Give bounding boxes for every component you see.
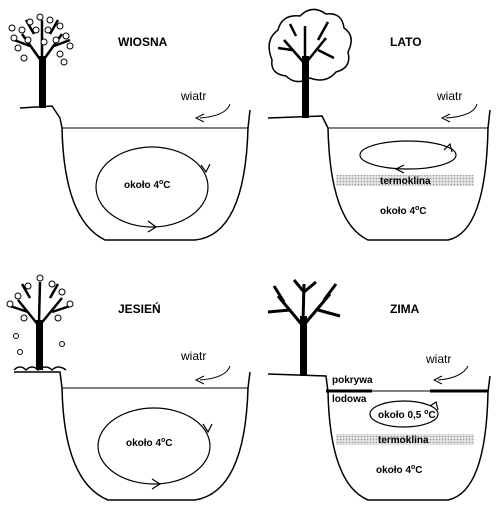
winter-thermocline-label: termoklina	[378, 435, 429, 446]
winter-circulation-arrow-icon	[429, 401, 439, 411]
spring-wind-label: wiatr	[180, 89, 206, 103]
summer-wind-label: wiatr	[436, 89, 462, 103]
autumn-circulation-loop	[97, 407, 211, 485]
summer-basin	[267, 109, 491, 241]
autumn-wind-label: wiatr	[180, 349, 206, 363]
winter-basin	[267, 373, 491, 501]
summer-circulation-arrow-icon-2	[394, 164, 405, 174]
winter-bare-tree-icon	[267, 279, 341, 376]
spring-basin	[19, 105, 251, 241]
panel-summer: LATO wiatr termoklina	[267, 8, 491, 241]
autumn-tree-icon	[6, 274, 74, 372]
spring-tree-icon	[8, 13, 74, 108]
winter-deep-temp-label: około 4oC	[376, 464, 423, 476]
spring-circulation-arrow-icon	[200, 163, 211, 174]
winter-title: ZIMA	[390, 302, 420, 316]
spring-temp-label: około 4oC	[124, 179, 171, 191]
summer-wind-arrow-icon	[445, 103, 478, 119]
summer-tree-icon	[268, 8, 352, 118]
summer-circulation-loop	[359, 140, 457, 170]
spring-wind-arrow-icon	[199, 103, 231, 119]
winter-upper-temp-label: około 0,5 oC	[378, 409, 436, 421]
panel-spring: WIOSNA	[8, 13, 251, 241]
winter-ice-label-1: pokrywa	[332, 375, 373, 386]
winter-wind-arrow-icon	[437, 365, 469, 381]
autumn-wind-arrow-icon	[199, 365, 231, 381]
summer-circulation-arrow-icon	[443, 142, 453, 153]
summer-deep-temp-label: około 4oC	[380, 205, 427, 217]
winter-thermocline-band	[336, 434, 474, 445]
autumn-circulation-arrow-icon	[202, 423, 213, 434]
spring-title: WIOSNA	[118, 35, 168, 49]
winter-wind-label: wiatr	[425, 352, 451, 366]
spring-circulation-loop	[95, 146, 209, 228]
autumn-circulation-arrow-icon-2	[151, 478, 162, 490]
summer-title: LATO	[390, 35, 422, 49]
summer-thermocline-band	[336, 175, 474, 186]
autumn-basin	[14, 371, 251, 501]
autumn-title: JESIEŃ	[118, 301, 161, 316]
panel-winter: ZIMA pokrywa lodowa wiatr	[267, 279, 491, 501]
spring-circulation-arrow-icon-2	[147, 220, 158, 233]
winter-circulation-loop	[369, 400, 439, 428]
summer-thermocline-label: termoklina	[380, 176, 431, 187]
winter-ice-label-2: lodowa	[332, 394, 367, 405]
autumn-fallen-leaves	[13, 366, 67, 372]
autumn-temp-label: około 4oC	[126, 437, 173, 449]
panel-autumn: JESIEŃ	[6, 274, 251, 501]
